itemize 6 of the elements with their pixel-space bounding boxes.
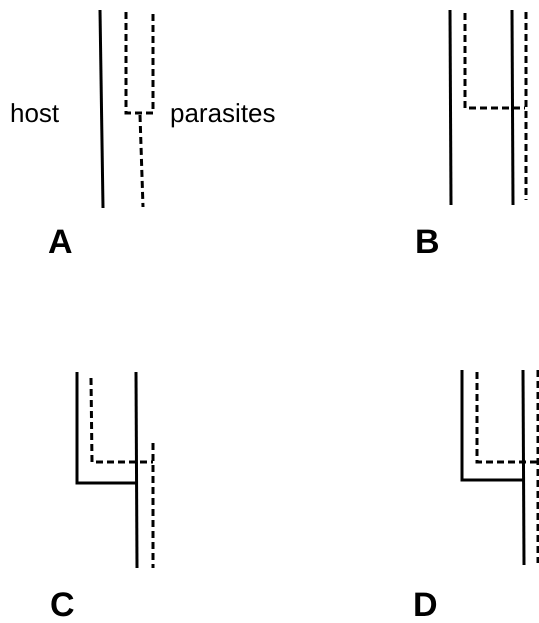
panel-letter: C xyxy=(50,588,75,622)
parasites-label: parasites xyxy=(170,100,276,126)
host-label: host xyxy=(10,100,60,126)
panel-letter: D xyxy=(413,588,438,622)
panel-letter: A xyxy=(48,225,73,259)
panel-letter: B xyxy=(415,225,440,259)
